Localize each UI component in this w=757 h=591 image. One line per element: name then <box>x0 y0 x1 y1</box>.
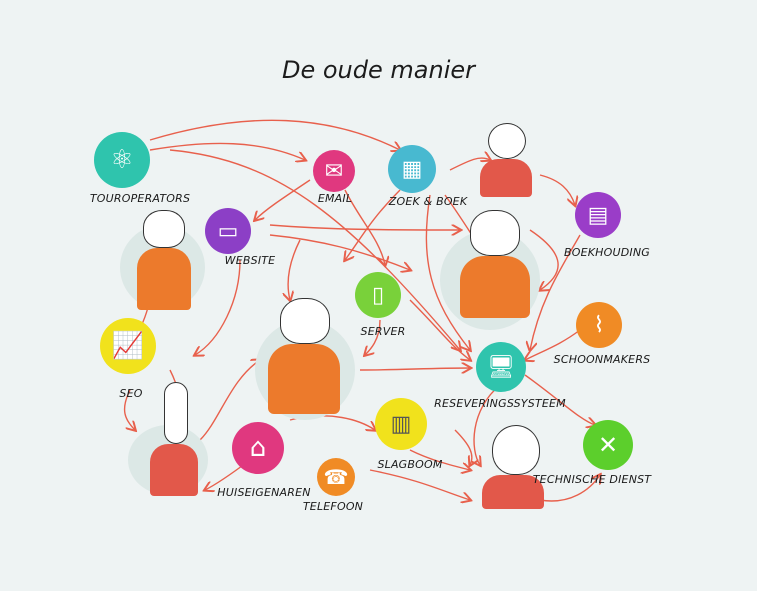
broom-icon[interactable]: ⌇ <box>576 302 622 348</box>
envelope-icon[interactable]: ✉ <box>313 150 355 192</box>
egg-character <box>480 425 550 510</box>
node-label-telefoon: TELEFOON <box>302 500 364 513</box>
browser-window-icon[interactable]: ▭ <box>205 208 251 254</box>
node-label-boekhouding: BOEKHOUDING <box>563 246 651 259</box>
cat-character-center <box>268 298 343 418</box>
node-label-touroperators: TOUROPERATORS <box>89 192 191 205</box>
node-label-reserveringssysteem: RESEVERINGSSYSTEEM <box>434 397 566 410</box>
calendar-icon[interactable]: ▦ <box>388 145 436 193</box>
sheep-character <box>480 123 535 198</box>
node-label-website: WEBSITE <box>224 254 276 267</box>
chart-magnifier-icon[interactable]: 📈 <box>100 318 156 374</box>
giraffe-character <box>150 382 200 497</box>
node-label-schoonmakers: SCHOONMAKERS <box>553 353 651 366</box>
node-label-technische-dienst: TECHNISCHE DIENST <box>532 473 652 486</box>
phone-icon[interactable]: ☎ <box>317 458 355 496</box>
node-label-email: EMAIL <box>317 192 353 205</box>
server-icon[interactable]: ▯ <box>355 272 401 318</box>
node-label-slagboom: SLAGBOOM <box>377 458 443 471</box>
calculator-icon[interactable]: ▤ <box>575 192 621 238</box>
node-label-zoek-boek: ZOEK & BOEK <box>388 195 468 208</box>
page-title: De oude manier <box>282 56 475 84</box>
network-icon[interactable]: ⚛ <box>94 132 150 188</box>
house-key-icon[interactable]: ⌂ <box>232 422 284 474</box>
node-label-server: SERVER <box>360 325 406 338</box>
cat-character-left <box>137 210 192 310</box>
node-label-huiseigenaren: HUISEIGENAREN <box>217 486 311 499</box>
barrier-icon[interactable]: ▥ <box>375 398 427 450</box>
cat-character-right <box>460 210 532 320</box>
monitor-icon[interactable]: 🖥 <box>476 342 526 392</box>
node-label-seo: SEO <box>119 387 143 400</box>
tools-icon[interactable]: ✕ <box>583 420 633 470</box>
